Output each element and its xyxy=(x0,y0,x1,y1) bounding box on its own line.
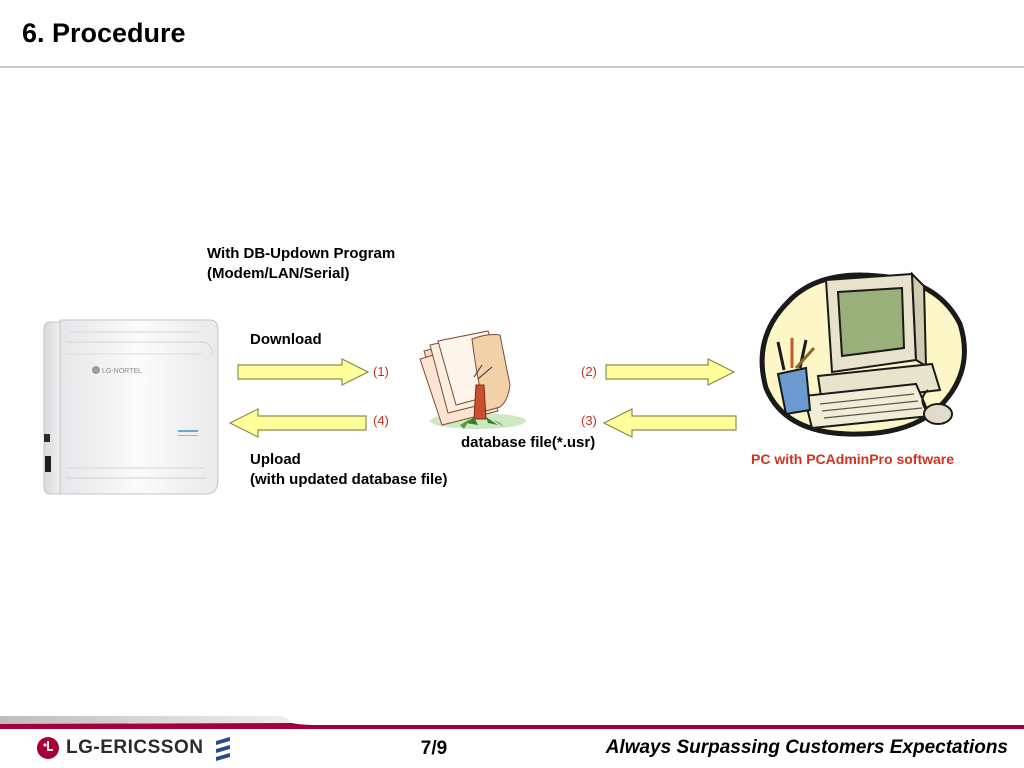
pc-caption: PC with PCAdminPro software xyxy=(751,451,955,467)
step-1-label: (1) xyxy=(373,364,389,379)
step-3-label: (3) xyxy=(581,413,597,428)
program-label-line1: With DB-Updown Program xyxy=(207,245,396,262)
page-title: 6. Procedure xyxy=(22,18,186,48)
device-brand-text: LG-NORTEL xyxy=(102,368,142,375)
lg-logo-icon xyxy=(37,737,59,759)
upload-arrow-3 xyxy=(602,408,737,438)
download-label: Download xyxy=(250,331,322,348)
upload-label-line2: (with updated database file) xyxy=(250,471,448,488)
download-arrow-2 xyxy=(605,358,736,386)
upload-label-line1: Upload xyxy=(250,451,301,468)
brand-name: LG-ERICSSON xyxy=(66,737,204,758)
page-number: 7/9 xyxy=(420,738,448,759)
step-4-label: (4) xyxy=(373,413,389,428)
footer-slogan: Always Surpassing Customers Expectations xyxy=(605,737,1008,758)
title-divider xyxy=(0,66,1024,68)
footer-band xyxy=(0,716,1024,729)
ericsson-logo-icon xyxy=(216,737,231,761)
step-2-label: (2) xyxy=(581,364,597,379)
download-arrow-1 xyxy=(237,358,370,386)
database-file-icon xyxy=(419,330,526,429)
phone-system-device: LG-NORTEL xyxy=(43,319,219,495)
upload-arrow-4 xyxy=(228,408,367,438)
footer-brand: LG-ERICSSON xyxy=(36,735,233,761)
pc-computer-icon xyxy=(759,271,967,437)
program-label-line2: (Modem/LAN/Serial) xyxy=(207,265,350,282)
database-file-label: database file(*.usr) xyxy=(461,434,596,451)
